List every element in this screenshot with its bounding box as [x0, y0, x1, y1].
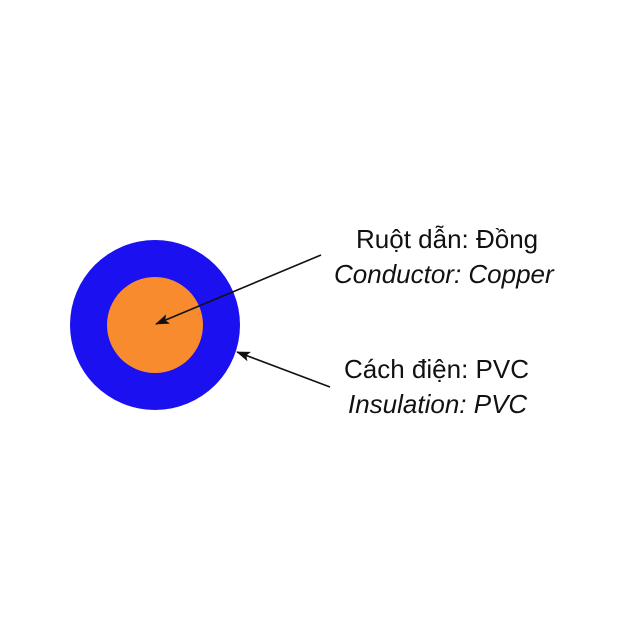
conductor-arrow: [155, 254, 322, 325]
conductor-label-en: Conductor: Copper: [334, 259, 554, 289]
insulation-arrow: [236, 351, 331, 388]
insulation-label-en: Insulation: PVC: [348, 389, 528, 419]
conductor-core: [107, 277, 203, 373]
insulation-label-vi: Cách điện: PVC: [344, 354, 529, 384]
conductor-label-vi: Ruột dẫn: Đồng: [356, 224, 539, 254]
